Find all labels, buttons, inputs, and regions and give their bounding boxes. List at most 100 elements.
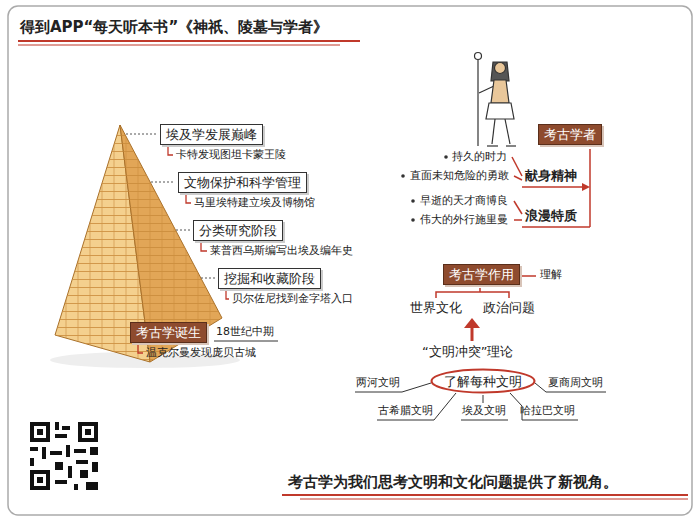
box-body: 卡特发现图坦卡蒙王陵 (176, 148, 286, 162)
note-label: 埃及文明 (462, 404, 506, 418)
staff-top (475, 53, 482, 60)
qr-module (55, 434, 67, 438)
red-bracket (522, 226, 590, 228)
red-bracket (521, 275, 536, 277)
leader-line (126, 134, 157, 135)
leader-line (201, 278, 215, 279)
qr-module (55, 462, 63, 470)
ellipse-node: 了解每种文明 (430, 368, 536, 394)
leader-line (176, 230, 190, 231)
red-bracket (479, 288, 481, 292)
red-bracket (589, 149, 591, 227)
up-arrow (471, 326, 474, 341)
qr-module (30, 447, 38, 451)
node-text: 了解每种文明 (430, 373, 536, 390)
qr-module (37, 429, 43, 435)
qr-module (78, 422, 98, 442)
item-line (514, 219, 522, 221)
branch-line (461, 420, 508, 421)
qr-module (50, 451, 62, 455)
qr-module (82, 426, 94, 438)
note-label: 世界文化 (410, 300, 462, 316)
red-bracket (226, 291, 229, 299)
box-heading: 考古学诞生 (130, 322, 207, 343)
qr-module (85, 429, 91, 435)
red-bracket (168, 147, 173, 155)
bullet (444, 155, 448, 159)
box-heading: 分类研究阶段 (193, 220, 283, 241)
leg (505, 119, 510, 144)
item-line (512, 157, 522, 176)
red-bracket (201, 243, 207, 251)
qr-module (37, 477, 43, 483)
qr-module (34, 426, 46, 438)
caption-text: 考古学为我们思考文明和文化问题提供了新视角。 (288, 473, 618, 492)
branch-line (483, 395, 484, 403)
red-bracket (436, 292, 509, 298)
bullet (401, 174, 405, 178)
qr-module (66, 445, 70, 457)
qr-module (30, 458, 34, 466)
leader-line (151, 182, 175, 183)
qr-module (86, 482, 98, 490)
label-box: 文物保护和科学管理马里埃特建立埃及博物馆 (178, 172, 307, 193)
box-body: 贝尔佐尼找到金字塔入口 (232, 292, 353, 306)
label-box: 分类研究阶段莱普西乌斯编写出埃及编年史 (193, 220, 283, 241)
qr-module (30, 422, 50, 442)
note-label: 理解 (540, 268, 562, 282)
box-body: 马里埃特建立埃及博物馆 (194, 196, 315, 210)
note-label: 政治问题 (483, 300, 535, 316)
qr-module (92, 462, 98, 472)
arrowhead (464, 318, 480, 328)
leg (492, 119, 495, 144)
note-label: 两河文明 (356, 376, 400, 390)
bullet (411, 199, 415, 203)
qr-module (55, 480, 67, 484)
qr-module (62, 426, 70, 430)
red-bracket (138, 345, 143, 353)
foot (487, 145, 498, 146)
caption-underline (282, 494, 688, 496)
archaeologist-figure (475, 53, 517, 147)
qr-module (30, 470, 50, 490)
headdress (491, 62, 509, 81)
label-box: 考古学者 (538, 124, 602, 145)
head (495, 63, 506, 74)
item-line (514, 201, 522, 214)
branch-line (510, 393, 578, 420)
qr-module (68, 466, 72, 478)
note-label: 早逝的天才商博良 (420, 194, 508, 208)
arrowhead (582, 183, 590, 191)
title-text: 得到APP“每天听本书”《神祇、陵墓与学者》 (20, 18, 328, 37)
qr-module (34, 474, 46, 486)
note-label: 浪漫特质 (525, 208, 577, 224)
qr-module (55, 422, 59, 430)
red-bracket (522, 186, 584, 188)
qr-module (90, 447, 98, 455)
box-heading: 埃及学发展巅峰 (160, 124, 263, 145)
kilt (486, 103, 514, 119)
bullet (411, 218, 415, 222)
note-label: 持久的时力 (452, 150, 507, 164)
note-label: 哈拉巴文明 (520, 404, 575, 418)
note-label: 18世纪中期 (216, 325, 274, 339)
box-heading: 挖掘和收藏阶段 (218, 268, 321, 289)
label-box: 考古学诞生温克尔曼发现庞贝古城 (130, 322, 207, 343)
box-body: 莱普西乌斯编写出埃及编年史 (210, 244, 353, 258)
item-line (514, 176, 522, 180)
label-box: 挖掘和收藏阶段贝尔佐尼找到金字塔入口 (218, 268, 321, 289)
arm (479, 86, 494, 93)
note-label: 夏商周文明 (548, 376, 603, 390)
qr-module (42, 447, 46, 459)
qr-module (76, 460, 88, 464)
card-border (8, 6, 692, 515)
caption-underline (300, 499, 688, 500)
box-heading: 考古学者 (538, 124, 602, 145)
label-box: 埃及学发展巅峰卡特发现图坦卡蒙王陵 (160, 124, 263, 145)
box-body: 温克尔曼发现庞贝古城 (146, 346, 256, 360)
note-label: 伟大的外行施里曼 (420, 213, 508, 227)
title-underline (18, 40, 360, 42)
red-bracket (186, 195, 191, 203)
note-label: “文明冲突”理论 (422, 344, 513, 360)
